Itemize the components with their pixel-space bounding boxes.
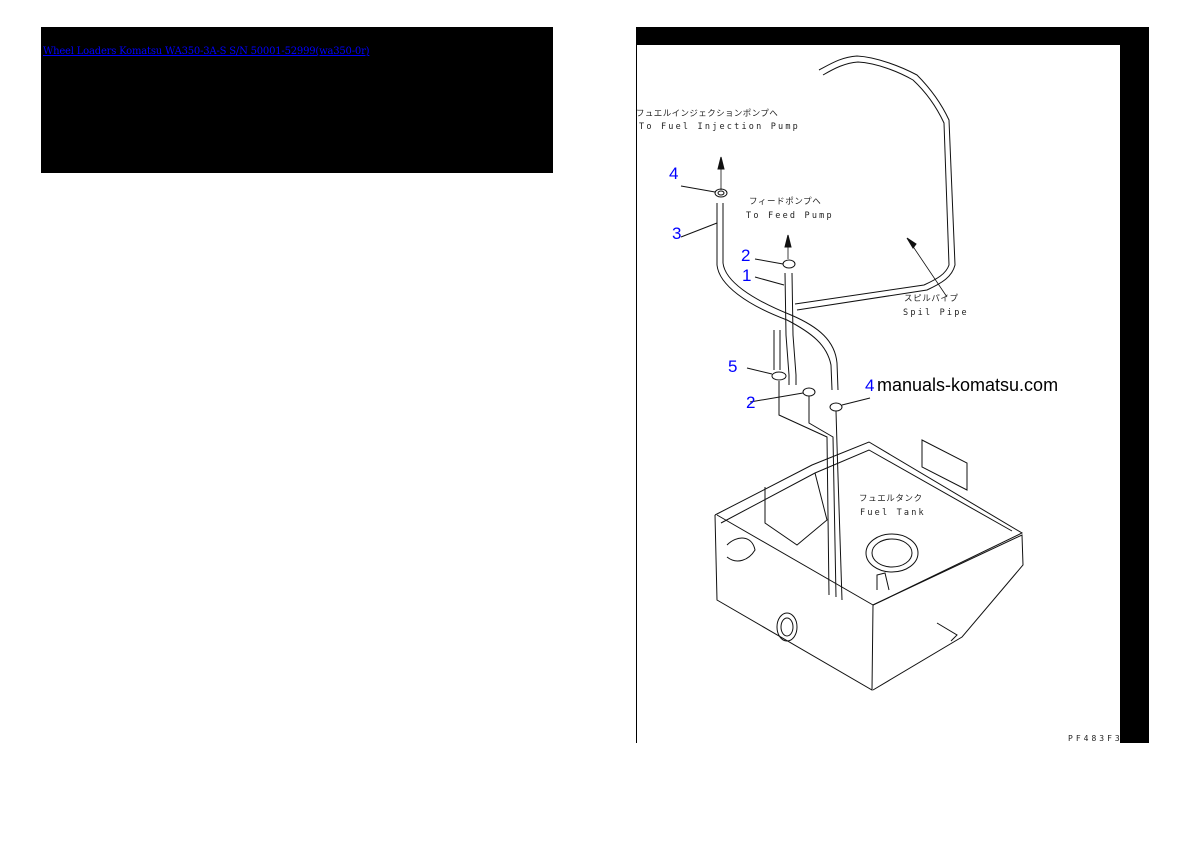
callout-3: 3 [672,224,682,243]
caption-injection-en: To Fuel Injection Pump [639,122,800,132]
caption-feed-en: To Feed Pump [746,211,834,221]
callout-2-lower: 2 [746,393,756,412]
fuel-piping-drawing [680,55,1024,691]
parts-diagram: 4 3 2 1 5 2 4 フュエルインジェクションポンプへ To Fuel I… [636,27,1149,743]
callout-5: 5 [728,357,738,376]
caption-tank-jp: フュエルタンク [859,494,923,504]
caption-spill-en: Spil Pipe [903,308,969,318]
header-banner: Wheel Loaders Komatsu WA350-3A-S S/N 500… [41,27,553,173]
callout-2-upper: 2 [741,246,751,265]
watermark: manuals-komatsu.com [877,375,1059,395]
manual-title-link[interactable]: Wheel Loaders Komatsu WA350-3A-S S/N 500… [43,46,370,57]
callout-4-lower: 4 [865,376,875,395]
caption-feed-jp: フィードポンプへ [749,197,822,207]
caption-spill-jp: スピルパイプ [904,294,959,304]
callout-4-top: 4 [669,164,679,183]
caption-tank-en: Fuel Tank [860,508,926,518]
callout-1: 1 [742,266,752,285]
diagram-canvas: 4 3 2 1 5 2 4 フュエルインジェクションポンプへ To Fuel I… [637,45,1120,743]
drawing-code: PF483F3 [1068,734,1120,743]
caption-injection-jp: フュエルインジェクションポンプへ [637,109,779,119]
